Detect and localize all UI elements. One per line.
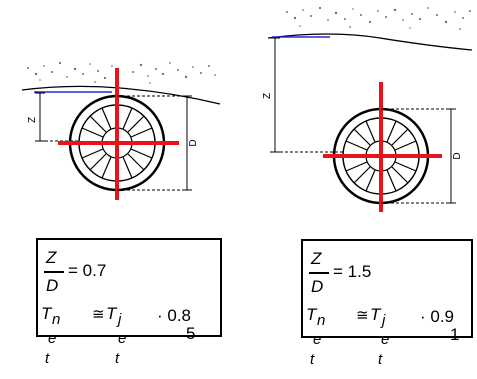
right-lhs-below-e: e: [313, 331, 322, 348]
left-approx-sign: ≅: [92, 306, 105, 323]
left-multiplier: · 0.8: [157, 306, 192, 325]
left-ground-line: [21, 85, 221, 105]
left-ratio-bar: [44, 271, 64, 273]
right-multiplier: · 0.9: [420, 307, 455, 326]
right-tunnel-figure: Z D: [262, 6, 473, 212]
left-ratio-value: = 0.7: [68, 261, 107, 280]
right-rhs-subscript: j: [382, 312, 386, 329]
left-diameter-label: D: [188, 139, 199, 146]
right-soil-speckles: [286, 6, 471, 30]
left-rhs-symbol: T: [106, 304, 117, 323]
right-ratio-value: = 1.5: [333, 262, 372, 281]
right-multiplier-tail: 1: [450, 325, 460, 344]
left-multiplier-tail: 5: [186, 324, 196, 343]
right-ground-line: [267, 33, 473, 51]
right-ratio-bar: [309, 272, 329, 274]
left-equation-box: [36, 238, 222, 337]
left-soil-speckles: [27, 61, 216, 84]
right-d-dimension: [381, 108, 456, 204]
left-ratio-denominator: D: [46, 276, 59, 295]
left-rhs-subscript: j: [118, 311, 122, 328]
right-lhs-subscript: n: [317, 312, 326, 329]
right-lhs-symbol: T: [306, 305, 317, 324]
right-red-crosshair: [323, 82, 442, 212]
left-rhs-below-e: e: [118, 330, 127, 347]
right-equation-box: [301, 239, 473, 338]
left-red-crosshair: [58, 68, 179, 200]
right-rhs-below-t: t: [378, 351, 383, 368]
left-lhs-below-t: t: [45, 350, 50, 367]
left-rhs-below-t: t: [115, 350, 120, 367]
left-d-dimension: [117, 95, 192, 191]
left-lhs-symbol: T: [41, 304, 52, 323]
right-rhs-below-e: e: [381, 331, 390, 348]
left-ratio-numerator: Z: [46, 248, 57, 267]
right-diameter-label: D: [452, 152, 463, 159]
left-tunnel-figure: Z D: [21, 61, 221, 200]
right-rhs-symbol: T: [370, 305, 381, 324]
right-depth-label: Z: [262, 93, 273, 99]
right-ratio-denominator: D: [311, 277, 324, 296]
right-ratio-numerator: Z: [311, 249, 322, 268]
left-depth-label: Z: [27, 117, 38, 123]
left-lhs-below-e: e: [48, 330, 57, 347]
left-lhs-subscript: n: [52, 311, 61, 328]
right-approx-sign: ≅: [356, 307, 369, 324]
right-z-dimension: [270, 37, 345, 153]
right-lhs-below-t: t: [310, 351, 315, 368]
left-z-dimension: [35, 92, 80, 142]
